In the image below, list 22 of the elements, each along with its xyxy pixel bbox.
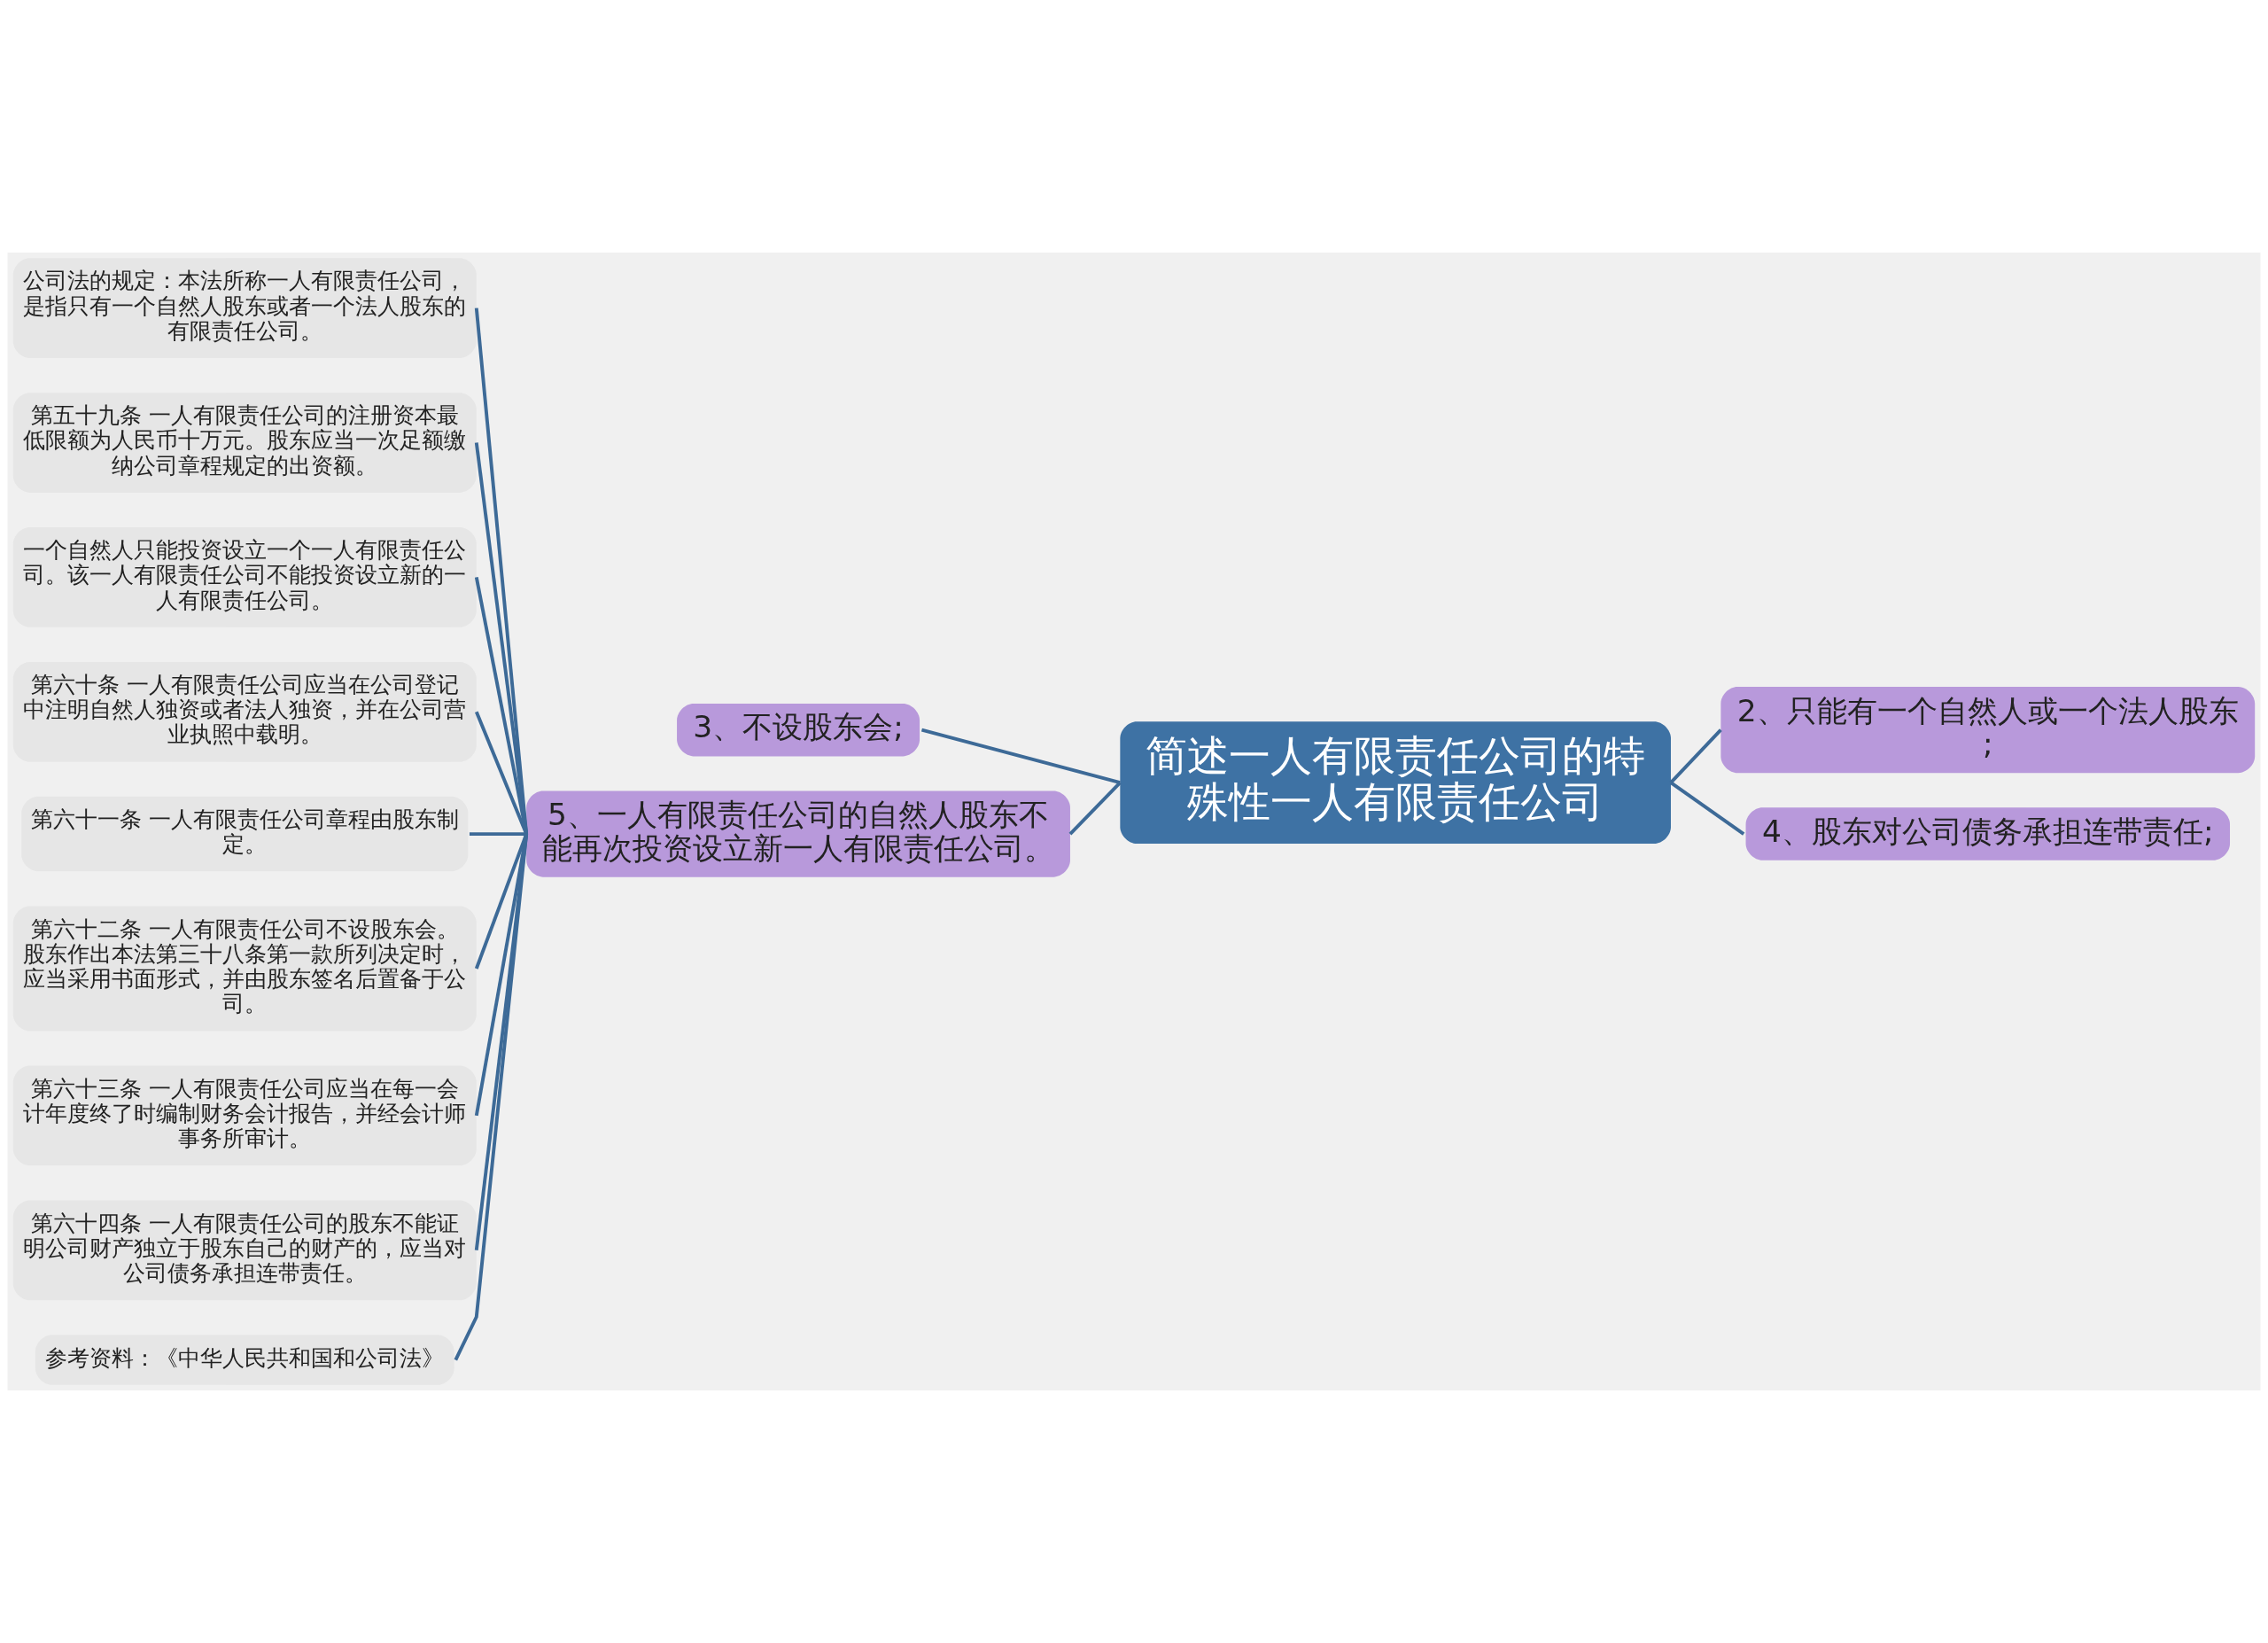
node-box: 第五十九条 一人有限责任公司的注册资本最低限额为人民币十万元。股东应当一次足额缴纳公司章程规定的出资额。: [12, 393, 477, 493]
node-box: 第六十四条 一人有限责任公司的股东不能证明公司财产独立于股东自己的财产的，应当对公司债务承担连带责任。: [12, 1200, 477, 1301]
node-box: 第六十二条 一人有限责任公司不设股东会。股东作出本法第三十八条第一款所列决定时，应当采用书面形式，并由股东签名后置备于公司。: [12, 906, 477, 1032]
connector: [920, 728, 1121, 785]
node-box: 公司法的规定：本法所称一人有限责任公司，是指只有一个自然人股东或者一个法人股东的有限责任公司。: [12, 258, 477, 358]
node-box: 第六十三条 一人有限责任公司应当在每一会计年度终了时编制财务会计报告，并经会计师事务所审计。: [12, 1065, 477, 1166]
node-box: 参考资料：《中华人民共和国和公司法》: [35, 1335, 454, 1385]
connector: [454, 833, 529, 1361]
node-box: 2、只能有一个自然人或一个法人股东;: [1720, 687, 2256, 774]
connector: [1669, 728, 1722, 784]
connector: [469, 832, 527, 837]
node-box: 第六十条 一人有限责任公司应当在公司登记中注明自然人独资或者法人独资，并在公司营业执照中载明。: [12, 661, 477, 762]
node-box: 3、不设股东会;: [677, 703, 920, 757]
connector: [1669, 781, 1745, 836]
connector: [1068, 781, 1122, 836]
node-box: 4、股东对公司债务承担连带责任;: [1745, 807, 2230, 860]
node-box: 第六十一条 一人有限责任公司章程由股东制定。: [21, 796, 469, 872]
node-box: 一个自然人只能投资设立一个一人有限责任公司。该一人有限责任公司不能投资设立新的一人有限责任公司。: [12, 527, 477, 627]
node-box: 简述一人有限责任公司的特殊性一人有限责任公司: [1120, 721, 1671, 845]
connector: [474, 442, 529, 835]
node-box: 5、一人有限责任公司的自然人股东不能再次投资设立新一人有限责任公司。: [526, 790, 1070, 877]
connector: [474, 308, 529, 835]
